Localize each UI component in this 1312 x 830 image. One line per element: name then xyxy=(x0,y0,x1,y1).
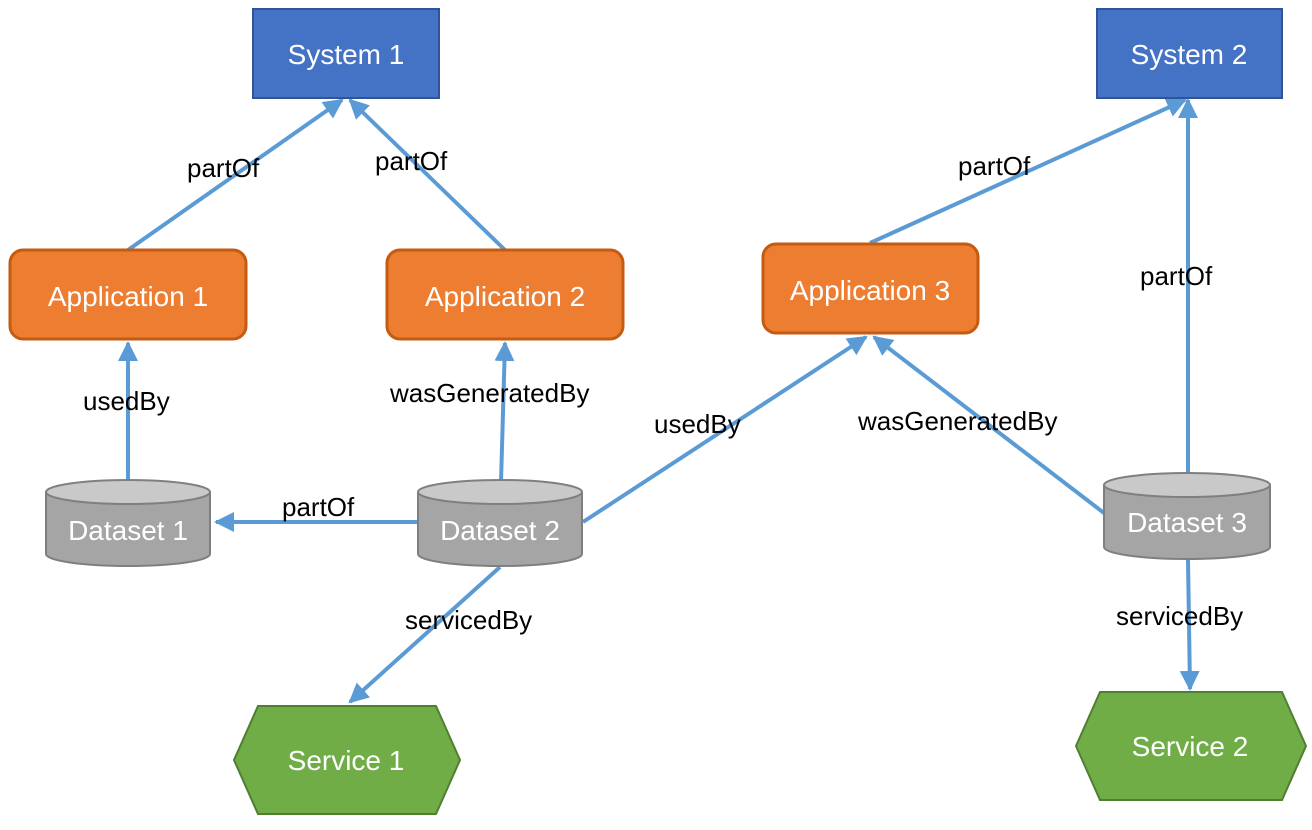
service-label: Service 2 xyxy=(1132,731,1249,762)
service-label: Service 1 xyxy=(288,745,405,776)
edge-dataset2-app2 xyxy=(494,341,515,483)
application-box xyxy=(761,242,980,335)
edge-app3-system2 xyxy=(869,98,1187,245)
application-box xyxy=(8,248,248,341)
edge-app2-system1 xyxy=(348,98,507,252)
application-label: Application 2 xyxy=(425,281,585,312)
edges xyxy=(118,98,1200,704)
edge-label-dataset3-app3: wasGeneratedBy xyxy=(857,406,1057,436)
edge-app1-system1 xyxy=(126,98,344,252)
application-node-2: Application 2 xyxy=(385,248,625,341)
edge-label-dataset1-app1: usedBy xyxy=(83,386,170,416)
application-label: Application 1 xyxy=(48,281,208,312)
dataset-label: Dataset 3 xyxy=(1127,507,1247,538)
dataset-node-3: Dataset 3 xyxy=(1103,472,1271,560)
edge-label-dataset2-service1: servicedBy xyxy=(405,605,532,635)
system-node-1: System 1 xyxy=(252,8,440,99)
dataset-cylinder-body xyxy=(45,491,211,567)
dataset-cylinder-body xyxy=(1103,484,1271,560)
application-label: Application 3 xyxy=(790,275,950,306)
dataset-label: Dataset 2 xyxy=(440,515,560,546)
edge-label-dataset3-system2: partOf xyxy=(1140,261,1213,291)
system-box xyxy=(1096,8,1283,99)
system-label: System 1 xyxy=(288,39,405,70)
application-node-3: Application 3 xyxy=(761,242,980,335)
edge-dataset2-service1 xyxy=(348,565,502,704)
edge-label-dataset3-service2: servicedBy xyxy=(1116,601,1243,631)
dataset-cylinder-top xyxy=(1103,472,1271,498)
system-label: System 2 xyxy=(1131,39,1248,70)
dataset-cylinder-body xyxy=(417,491,583,567)
service-hexagon xyxy=(1074,691,1308,801)
edge-dataset3-app3 xyxy=(872,335,1106,515)
edge-label-app3-system2: partOf xyxy=(958,151,1031,181)
edge-dataset3-service2 xyxy=(1179,559,1200,691)
edge-label-dataset2-dataset1: partOf xyxy=(282,492,355,522)
edge-label-app1-system1: partOf xyxy=(187,153,260,183)
application-box xyxy=(385,248,625,341)
edge-label-app2-system1: partOf xyxy=(375,146,448,176)
dataset-cylinder-top xyxy=(417,479,583,505)
dataset-cylinder-top xyxy=(45,479,211,505)
system-node-2: System 2 xyxy=(1096,8,1283,99)
service-node-2: Service 2 xyxy=(1074,691,1308,801)
service-hexagon xyxy=(232,705,462,815)
dataset-node-1: Dataset 1 xyxy=(45,479,211,567)
system-box xyxy=(252,8,440,99)
edge-labels: partOf partOf partOf partOf usedBy wasGe… xyxy=(83,146,1243,635)
edge-label-dataset2-app2: wasGeneratedBy xyxy=(389,378,589,408)
application-node-1: Application 1 xyxy=(8,248,248,341)
dataset-label: Dataset 1 xyxy=(68,515,188,546)
dataset-node-2: Dataset 2 xyxy=(417,479,583,567)
edge-dataset2-app3 xyxy=(581,335,868,524)
edge-label-dataset2-app3: usedBy xyxy=(654,409,741,439)
service-node-1: Service 1 xyxy=(232,705,462,815)
